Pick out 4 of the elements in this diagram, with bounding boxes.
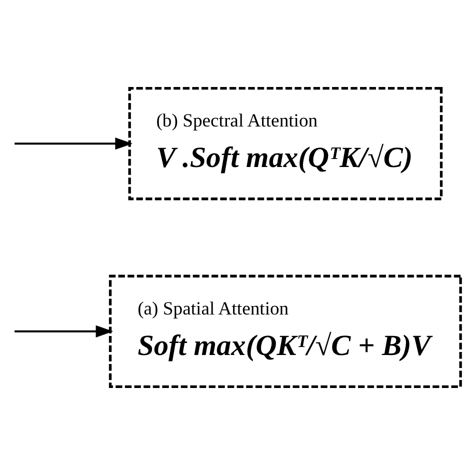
node-box: (a) Spatial Attention Soft max(QKᵀ/√C + B)V (108, 274, 462, 388)
node-box: (b) Spectral Attention V .Soft max(QᵀK/√C) (128, 86, 443, 200)
arrow (14, 137, 133, 150)
arrow (14, 324, 114, 337)
